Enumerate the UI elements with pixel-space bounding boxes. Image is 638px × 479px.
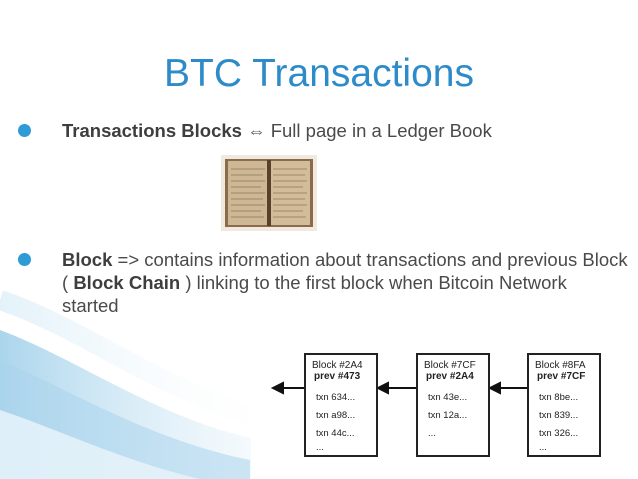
block-header: Block #7CF [424,360,476,371]
chain-arrows [270,381,527,395]
block-txn: txn 44c... [316,428,355,439]
block-txn: txn 634... [316,392,356,403]
block-7cf: Block #7CF prev #2A4 txn 43e... txn 12a.… [416,353,490,457]
block-prev: prev #473 [314,371,361,382]
block-prev: prev #7CF [537,371,586,382]
bullet-dot-icon [18,124,31,137]
bullet-transactions-blocks: Transactions Blocks ⇔ Full page in a Led… [18,119,628,143]
bullet-dot-icon [18,253,31,266]
block-chain-diagram: Block #2A4 prev #473 txn 634... txn a98.… [251,337,638,479]
block-txn: txn 839... [539,410,579,421]
double-arrow-icon: ⇔ [247,120,266,141]
block-txn: ... [428,428,436,439]
block-2a4: Block #2A4 prev #473 txn 634... txn a98.… [304,353,378,457]
bullet-text: Block => contains information about tran… [62,248,628,317]
block-txn: txn 8be... [539,392,579,403]
block-prev: prev #2A4 [426,371,474,382]
block-txn: txn a98... [316,410,356,421]
block-txn: txn 12a... [428,410,468,421]
bullet-text-2: ) linking to the first block when Bitcoi… [62,272,567,316]
block-txn: txn 43e... [428,392,468,403]
block-txn: ... [539,442,547,453]
block-txn: ... [316,442,324,453]
slide-title: BTC Transactions [164,52,474,95]
bullet-block: Block => contains information about tran… [18,248,628,318]
block-txn: txn 326... [539,428,579,439]
block-header: Block #2A4 [312,360,363,371]
bullet-rest: Full page in a Ledger Book [265,120,492,141]
block-header: Block #8FA [535,360,586,371]
bullet-strong-chain: Block Chain [73,272,181,293]
bullet-strong: Block [62,249,113,270]
bullet-text-1: => contains information about transactio… [62,249,628,293]
bullet-text: Transactions Blocks ⇔ Full page in a Led… [62,119,628,142]
bullet-strong: Transactions Blocks [62,120,242,141]
block-8fa: Block #8FA prev #7CF txn 8be... txn 839.… [527,353,601,457]
ledger-book-photo [221,155,317,231]
